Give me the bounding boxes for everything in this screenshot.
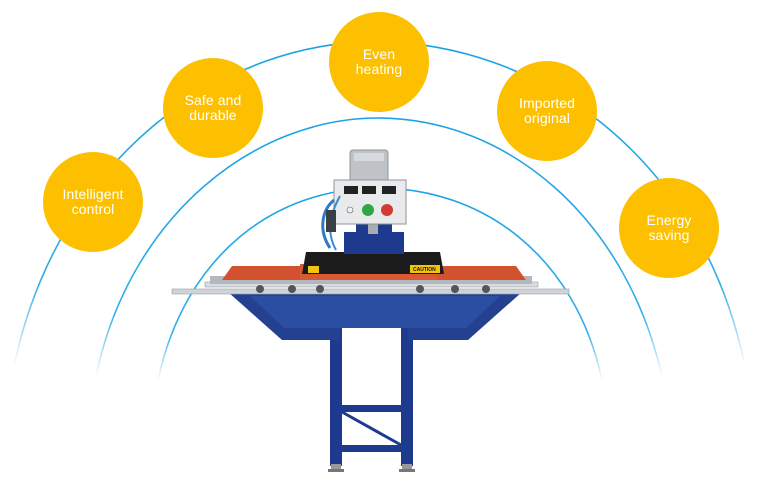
wheel bbox=[316, 285, 324, 293]
pressure-display bbox=[382, 186, 396, 194]
feature-label: Energy saving bbox=[646, 212, 692, 243]
warning-triangle-icon bbox=[308, 266, 319, 273]
wheel bbox=[451, 285, 459, 293]
right-foot bbox=[402, 464, 412, 470]
slide-rail-lower bbox=[171, 288, 570, 295]
mid-crossbar bbox=[340, 405, 404, 412]
timer-display bbox=[362, 186, 376, 194]
stop-button-icon bbox=[381, 204, 393, 216]
air-hose bbox=[321, 198, 336, 249]
power-switch-icon bbox=[346, 206, 354, 214]
left-platen bbox=[222, 266, 314, 280]
middle-arc bbox=[95, 117, 663, 377]
caution-text: CAUTION bbox=[413, 267, 436, 273]
feature-badge-even-heating: Even heating bbox=[329, 12, 429, 112]
press-head bbox=[344, 232, 404, 254]
right-platen bbox=[428, 266, 526, 280]
wheel bbox=[416, 285, 424, 293]
wheel bbox=[256, 285, 264, 293]
left-leg bbox=[330, 326, 342, 466]
table-body-front bbox=[250, 296, 500, 328]
feature-label: Intelligent control bbox=[62, 186, 124, 217]
low-crossbar bbox=[340, 445, 404, 452]
feature-label: Safe and durable bbox=[184, 92, 242, 123]
feature-badge-imported-original: Imported original bbox=[497, 61, 597, 161]
feature-label: Imported original bbox=[518, 95, 576, 126]
feature-badge-intelligent-control: Intelligent control bbox=[43, 152, 143, 252]
temperature-display bbox=[344, 186, 358, 194]
wheel bbox=[482, 285, 490, 293]
start-button-icon bbox=[362, 204, 374, 216]
wheel bbox=[288, 285, 296, 293]
left-foot bbox=[331, 464, 341, 470]
brace bbox=[341, 410, 402, 447]
heat-plate bbox=[302, 252, 444, 274]
left-foot-pad bbox=[328, 469, 344, 472]
feature-badge-energy-saving: Energy saving bbox=[619, 178, 719, 278]
feature-badge-safe-and-durable: Safe and durable bbox=[163, 58, 263, 158]
cylinder-cap bbox=[354, 153, 384, 161]
right-foot-pad bbox=[399, 469, 415, 472]
feature-label: Even heating bbox=[355, 46, 403, 77]
valve-block bbox=[326, 210, 336, 232]
right-leg bbox=[401, 326, 413, 466]
caution-sticker bbox=[410, 265, 440, 273]
